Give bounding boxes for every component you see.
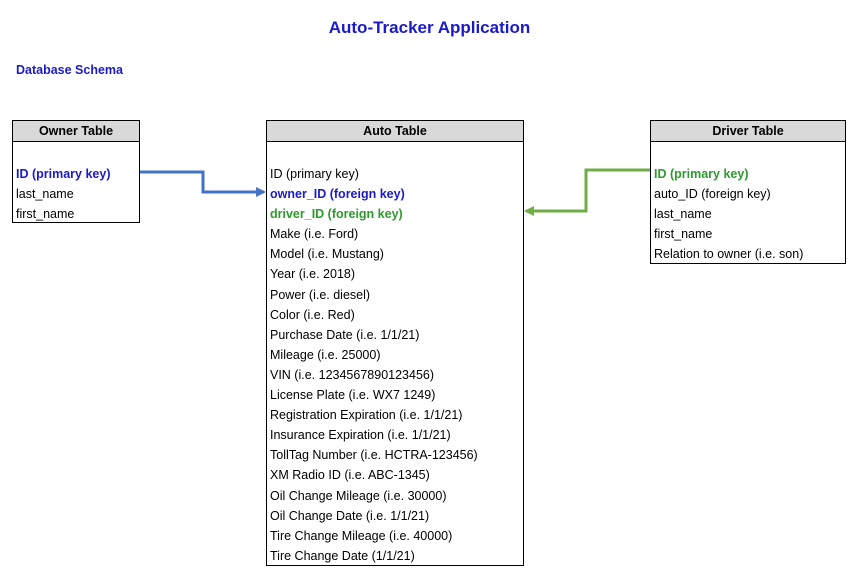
- table-field: auto_ID (foreign key): [654, 187, 771, 202]
- auto-field-list: ID (primary key) owner_ID (foreign key) dr…: [267, 142, 523, 566]
- table-field: driver_ID (foreign key): [270, 207, 403, 222]
- table-field: License Plate (i.e. WX7 1249): [270, 388, 436, 403]
- page-title: Auto-Tracker Application: [328, 18, 531, 37]
- table-field: Mileage (i.e. 25000): [270, 347, 381, 362]
- table-field: Insurance Expiration (i.e. 1/1/21): [270, 428, 451, 443]
- table-field: Tire Change Date (1/1/21): [270, 548, 415, 563]
- table-field: Oil Change Date (i.e. 1/1/21): [270, 508, 430, 523]
- table-field: Color (i.e. Red): [270, 307, 355, 322]
- driver-table-header: Driver Table: [651, 121, 845, 142]
- table-field: XM Radio ID (i.e. ABC-1345): [270, 468, 430, 483]
- table-field: ID (primary key): [654, 167, 749, 181]
- table-field: owner_ID (foreign key): [270, 187, 405, 202]
- table-field: Oil Change Mileage (i.e. 30000): [270, 488, 447, 503]
- table-field: Model (i.e. Mustang): [270, 247, 384, 262]
- owner-field-list: ID (primary key) last_name first_name: [13, 142, 139, 224]
- table-field: ID (primary key): [270, 167, 359, 181]
- driver-to-auto-connector: [524, 168, 650, 216]
- driver-table: Driver Table ID (primary key) auto_ID (fo…: [650, 120, 846, 264]
- table-field: last_name: [654, 207, 712, 222]
- table-field: Purchase Date (i.e. 1/1/21): [270, 327, 420, 342]
- table-field: Power (i.e. diesel): [270, 287, 371, 302]
- table-field: TollTag Number (i.e. HCTRA-123456): [270, 448, 478, 463]
- table-field: last_name: [16, 187, 74, 202]
- table-field: Tire Change Mileage (i.e. 40000): [270, 528, 453, 543]
- table-field: ID (primary key): [16, 167, 111, 181]
- table-field: Relation to owner (i.e. son): [654, 247, 804, 262]
- table-field: VIN (i.e. 1234567890123456): [270, 367, 435, 382]
- table-field: Make (i.e. Ford): [270, 227, 359, 242]
- table-field: first_name: [654, 227, 713, 242]
- schema-subtitle: Database Schema: [16, 63, 124, 77]
- table-field: Registration Expiration (i.e. 1/1/21): [270, 408, 463, 423]
- owner-to-auto-connector: [140, 170, 266, 197]
- owner-table-header: Owner Table: [13, 121, 139, 142]
- auto-table-header: Auto Table: [267, 121, 523, 142]
- auto-table: Auto Table ID (primary key) owner_ID (for…: [266, 120, 524, 566]
- driver-field-list: ID (primary key) auto_ID (foreign key) las…: [651, 142, 845, 264]
- table-field: first_name: [16, 207, 75, 222]
- table-field: Year (i.e. 2018): [270, 267, 356, 282]
